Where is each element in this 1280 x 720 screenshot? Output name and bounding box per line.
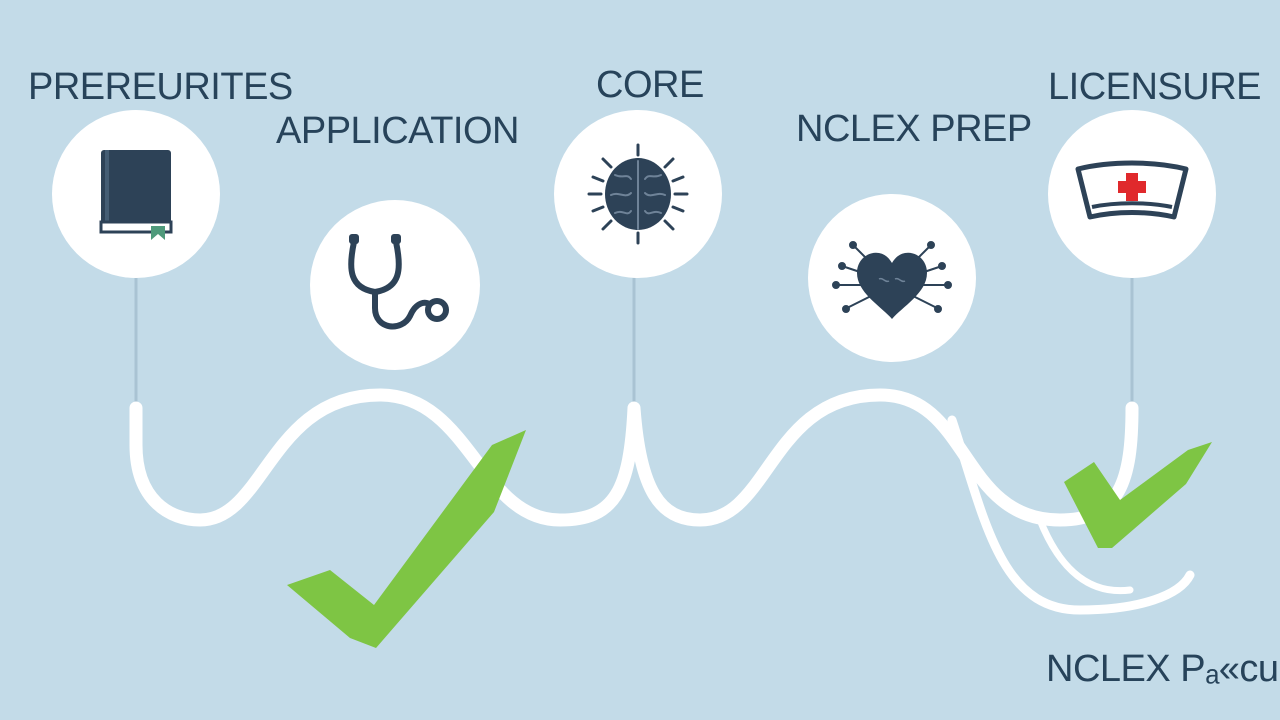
step-label-licensure: LICENSURE (1048, 66, 1262, 108)
stethoscope-icon (348, 234, 449, 330)
winding-path-branch (947, 415, 1195, 615)
step-node-licensure (1048, 110, 1216, 278)
checkmark-icon-application (287, 430, 526, 648)
winding-path (129, 388, 1139, 527)
nurse-cap-icon (1075, 160, 1189, 220)
step-label-nclex-prep: NCLEX PREP (796, 108, 1032, 150)
heart-icon (832, 241, 952, 319)
step-node-core (554, 110, 722, 278)
step-node-application (310, 200, 480, 370)
brain-icon (587, 143, 689, 245)
book-icon (99, 150, 173, 240)
step-label-core: CORE (596, 64, 704, 106)
step-label-prerequisites: PREREURITES (28, 66, 293, 108)
footer-label: NCLEX Pₐ«cur (1046, 648, 1280, 690)
checkmark-icon-licensure (1064, 442, 1212, 548)
winding-path-loop (1036, 516, 1134, 595)
step-node-nclex-prep (808, 194, 976, 362)
step-node-prerequisites (52, 110, 220, 278)
step-label-application: APPLICATION (276, 110, 519, 152)
